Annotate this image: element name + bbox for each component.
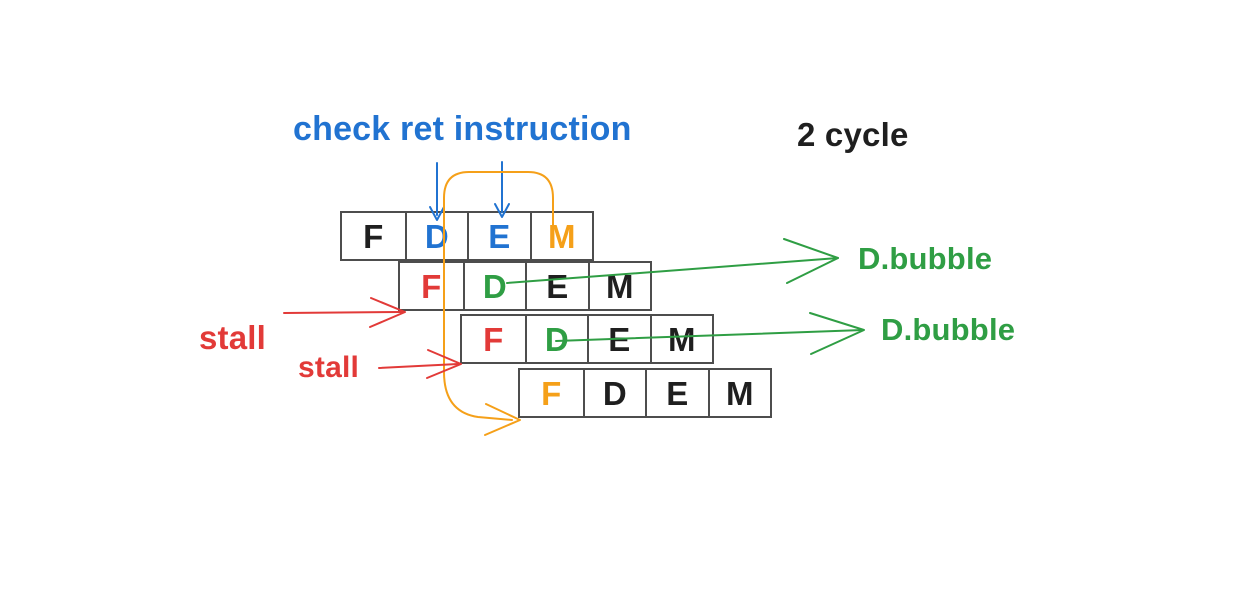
bubble-arrow-2-head-icon <box>809 312 865 355</box>
pipeline-cell: E <box>525 263 588 309</box>
check-ret-label: check ret instruction <box>293 110 632 148</box>
pipeline-cell: E <box>587 316 650 362</box>
cycle-count-label: 2 cycle <box>797 116 909 153</box>
pipeline-row-3: F D E M <box>460 314 714 364</box>
pipeline-cell: F <box>400 263 463 309</box>
stall-label-1: stall <box>199 319 267 356</box>
stage-letter: E <box>546 267 569 305</box>
stage-letter: E <box>488 217 511 255</box>
stall-arrow-2-head-icon <box>426 349 462 379</box>
stall-label-2: stall <box>298 351 360 384</box>
stall-arrow-2-icon <box>378 363 459 369</box>
stage-letter: D <box>424 217 449 255</box>
d-bubble-label-2: D.bubble <box>881 312 1016 347</box>
pipeline-cell: E <box>467 213 530 259</box>
stage-letter: F <box>483 320 504 358</box>
pipeline-cell: M <box>649 316 713 362</box>
pipeline-row-2: F D E M <box>398 261 652 311</box>
pipeline-row-1: F D E M <box>340 211 594 261</box>
ret-feedback-arrow-head-icon <box>484 403 521 436</box>
stage-letter: E <box>666 374 689 412</box>
stage-letter: D <box>544 320 569 358</box>
pipeline-cell: D <box>582 370 646 416</box>
pipeline-cell: F <box>520 370 583 416</box>
stage-letter: M <box>726 374 754 412</box>
stage-letter: M <box>548 217 576 255</box>
bubble-arrow-1-head-icon <box>783 238 839 284</box>
stall-arrow-1-icon <box>283 311 403 314</box>
d-bubble-label-1: D.bubble <box>858 241 993 276</box>
stage-letter: D <box>602 374 627 412</box>
stage-letter: D <box>482 267 507 305</box>
pipeline-cell: F <box>342 213 405 259</box>
stage-letter: E <box>608 320 631 358</box>
pipeline-row-4: F D E M <box>518 368 772 418</box>
stage-letter: F <box>541 374 562 412</box>
pipeline-cell: M <box>529 213 593 259</box>
pipeline-cell: D <box>404 213 468 259</box>
pipeline-cell: D <box>462 263 526 309</box>
stage-letter: F <box>363 217 384 255</box>
pipeline-cell: D <box>524 316 588 362</box>
pipeline-cell: F <box>462 316 525 362</box>
pipeline-cell: M <box>587 263 651 309</box>
stage-letter: F <box>421 267 442 305</box>
pipeline-cell: M <box>707 370 771 416</box>
stage-letter: M <box>668 320 696 358</box>
stage-letter: M <box>606 267 634 305</box>
pipeline-cell: E <box>645 370 708 416</box>
